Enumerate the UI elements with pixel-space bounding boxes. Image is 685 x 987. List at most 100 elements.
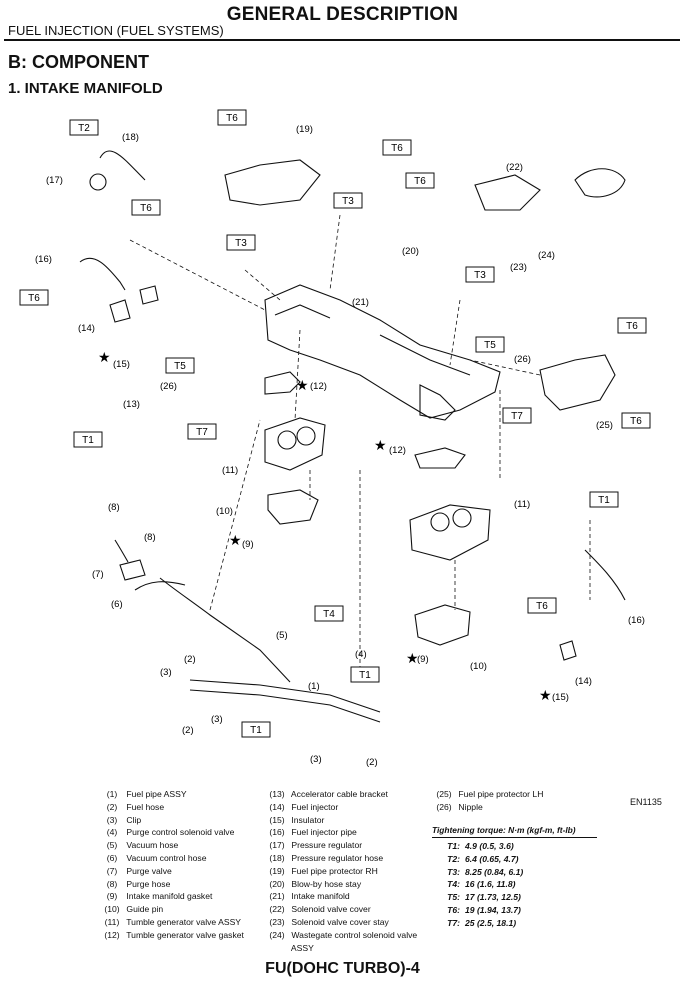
star-icon: ★ [374, 437, 387, 453]
legend-column-1: (1) Fuel pipe ASSY (2) Fuel hose (3) Cli… [100, 788, 244, 942]
svg-text:T5: T5 [484, 340, 496, 351]
svg-text:T6: T6 [630, 416, 642, 427]
page-footer: FU(DOHC TURBO)-4 [265, 960, 420, 977]
legend-item: (15) Insulator [269, 814, 325, 825]
figure-code: EN1135 [630, 797, 662, 807]
callout-3-c: (3) [310, 754, 322, 765]
legend-item: (23) Solenoid valve cover stay [269, 916, 389, 927]
svg-text:T5: T5 [174, 361, 186, 372]
component-heading: B: COMPONENT [8, 52, 149, 72]
legend-item: (22) Solenoid valve cover [269, 904, 371, 915]
svg-text:T3: T3 [342, 196, 354, 207]
header-divider [4, 39, 680, 41]
legend-item: (7) Purge valve [106, 865, 172, 876]
legend-item: (10) Guide pin [104, 904, 164, 915]
callout-22: (22) [506, 162, 523, 173]
svg-text:T3: T3 [235, 238, 247, 249]
callout-3-b: (3) [211, 714, 223, 725]
legend-item: (14) Fuel injector [269, 801, 339, 812]
svg-text:T1: T1 [250, 725, 262, 736]
legend-item: (13) Accelerator cable bracket [269, 789, 388, 799]
tag-t2: T2 [69, 119, 99, 136]
star-icon: ★ [229, 532, 242, 548]
callout-19: (19) [296, 124, 313, 135]
svg-text:T2: T2 [78, 123, 90, 134]
callout-23: (23) [510, 262, 527, 273]
callout-16-b: (16) [628, 615, 645, 626]
star-icon: ★ [539, 687, 552, 703]
callout-25: (25) [596, 420, 613, 431]
callout-24: (24) [538, 250, 555, 261]
legend-item: (17) Pressure regulator [269, 840, 363, 851]
callout-1: (1) [308, 681, 320, 692]
legend-item: (5) Vacuum hose [106, 840, 179, 851]
tag-t6-g: T6 [621, 412, 651, 429]
callout-12-a: (12) [310, 381, 327, 392]
legend-item: (26) Nipple [436, 801, 483, 812]
callout-26-b: (26) [160, 381, 177, 392]
tag-t1-b: T1 [589, 491, 619, 508]
torque-row: T7:25 (2.5, 18.1) [447, 917, 517, 928]
callout-12-b: (12) [389, 445, 406, 456]
tag-t1-a: T1 [73, 431, 103, 448]
svg-text:T6: T6 [626, 321, 638, 332]
svg-text:T6: T6 [391, 143, 403, 154]
torque-table: T1:4.9 (0.5, 3.6) T2:6.4 (0.65, 4.7) T3:… [436, 840, 523, 930]
legend-item: (11) Tumble generator valve ASSY [104, 916, 242, 927]
callout-9-b: (9) [417, 654, 429, 665]
svg-text:T1: T1 [598, 495, 610, 506]
part-callouts: (18) (17) (19) (22) (20) (23) (24) (16) … [35, 124, 645, 768]
tag-t1-c: T1 [350, 666, 380, 683]
svg-text:T4: T4 [323, 609, 335, 620]
legend-item: (2) Fuel hose [106, 801, 165, 812]
callout-10-a: (10) [216, 506, 233, 517]
tag-t1-d: T1 [241, 721, 271, 738]
callout-6: (6) [111, 599, 123, 610]
svg-text:T6: T6 [536, 601, 548, 612]
star-icon: ★ [296, 377, 309, 393]
torque-row: T5:17 (1.73, 12.5) [447, 892, 521, 903]
callout-17: (17) [46, 175, 63, 186]
torque-row: T3:8.25 (0.84, 6.1) [447, 866, 524, 877]
tag-t6-c: T6 [405, 172, 435, 189]
callout-5: (5) [276, 630, 288, 641]
tag-t6-a: T6 [217, 109, 247, 126]
legend-item: (25) Fuel pipe protector LH [436, 789, 544, 799]
callout-2-a: (2) [184, 654, 196, 665]
tag-t6-h: T6 [527, 597, 557, 614]
legend-item: (24) Wastegate control solenoid valve [269, 929, 418, 940]
legend-item: (21) Intake manifold [269, 891, 350, 902]
svg-text:T6: T6 [414, 176, 426, 187]
callout-2-b: (2) [182, 725, 194, 736]
legend-item: (12) Tumble generator valve gasket [104, 929, 244, 940]
legend-item-continuation: ASSY [290, 942, 314, 953]
callout-8-a: (8) [108, 502, 120, 513]
torque-row: T2:6.4 (0.65, 4.7) [447, 853, 519, 864]
torque-table-title: Tightening torque: N·m (kgf-m, ft-lb) [432, 825, 576, 835]
page-title: GENERAL DESCRIPTION [226, 4, 459, 25]
callout-8-b: (8) [144, 532, 156, 543]
star-icon: ★ [406, 650, 419, 666]
tag-t5-b: T5 [475, 336, 505, 353]
callout-10-b: (10) [470, 661, 487, 672]
tag-t6-f: T6 [617, 317, 647, 334]
tag-t3-b: T3 [226, 234, 256, 251]
callout-26-a: (26) [514, 354, 531, 365]
svg-text:T7: T7 [511, 411, 523, 422]
tag-t6-d: T6 [131, 199, 161, 216]
star-markers: ★ ★ ★ ★ ★ ★ [98, 349, 552, 703]
legend-item: (18) Pressure regulator hose [269, 852, 384, 863]
legend-item: (9) Intake manifold gasket [106, 891, 213, 902]
torque-row: T1:4.9 (0.5, 3.6) [447, 841, 514, 851]
legend-item: (4) Purge control solenoid valve [106, 827, 235, 838]
callout-3-a: (3) [160, 667, 172, 678]
svg-text:T6: T6 [140, 203, 152, 214]
section-label: FUEL INJECTION (FUEL SYSTEMS) [8, 23, 224, 38]
tag-t6-e: T6 [19, 289, 49, 306]
legend-item: (1) Fuel pipe ASSY [106, 789, 187, 799]
tag-t5-a: T5 [165, 357, 195, 374]
callout-21: (21) [352, 297, 369, 308]
legend-item: (20) Blow-by hose stay [269, 878, 362, 889]
callout-4: (4) [355, 649, 367, 660]
tag-t3-a: T3 [333, 192, 363, 209]
